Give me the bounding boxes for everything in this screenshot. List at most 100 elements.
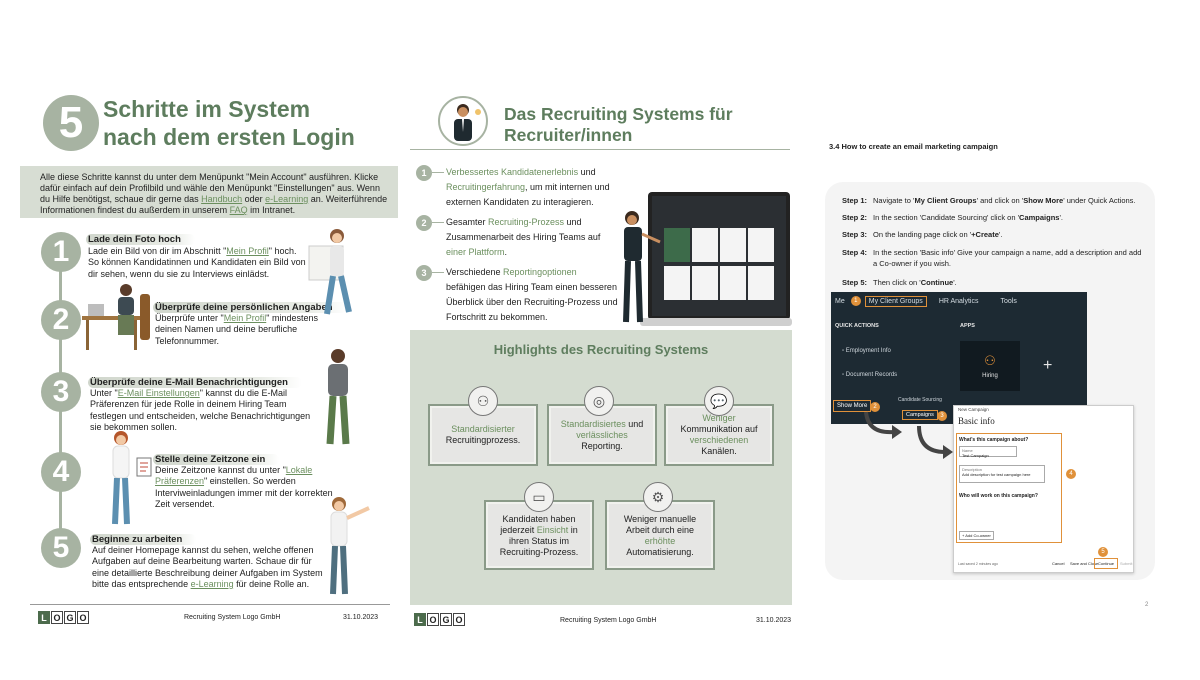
point-number-2: 2 xyxy=(416,215,432,231)
step-body: Unter "E-Mail Einstellungen" kannst du d… xyxy=(90,388,311,432)
instruction-step-4: Step 4: In the section 'Basic info' Give… xyxy=(842,248,1142,268)
submit-button[interactable]: Submit xyxy=(1120,561,1133,566)
hiring-tile[interactable]: ⚇ Hiring xyxy=(960,341,1020,391)
people-network-icon: ⚇ xyxy=(468,386,498,416)
instruction-step-3: Step 3: On the landing page click on '+C… xyxy=(842,230,1003,239)
recruiter-avatar xyxy=(438,96,488,146)
mein-profil-link[interactable]: Mein Profil xyxy=(226,246,269,256)
footer-company: Recruiting System Logo GmbH xyxy=(560,617,657,624)
step-body: Auf deiner Homepage kannst du sehen, wel… xyxy=(92,545,323,589)
footer-date: 31.10.2023 xyxy=(756,617,792,624)
laptop-dashboard-illustration xyxy=(623,192,792,326)
woman-pointing-illustration xyxy=(330,497,370,595)
page-1-footer-line xyxy=(30,604,390,605)
title-divider xyxy=(410,149,790,150)
save-close-button[interactable]: Save and Close xyxy=(1070,561,1099,566)
intro-text: an. Weiterführende Informationen findest… xyxy=(40,194,388,215)
curved-arrow-icon xyxy=(864,411,902,439)
step-title: Beginne zu arbeiten xyxy=(90,534,197,545)
email-einstellungen-link[interactable]: E-Mail Einstellungen xyxy=(117,388,200,398)
intro-box: Alle diese Schritte kannst du unter dem … xyxy=(20,166,398,218)
instruction-step-5: Step 5: Then click on 'Continue'. xyxy=(842,278,957,287)
intro-text: oder xyxy=(242,194,266,204)
woman-with-document-illustration xyxy=(112,431,152,525)
step-title: Stelle deine Zeitzone ein xyxy=(153,454,280,465)
step-number-3: 3 xyxy=(41,372,81,412)
add-app-icon[interactable]: + xyxy=(1043,357,1053,374)
campaigns-link[interactable]: Campaigns xyxy=(902,410,938,420)
title-line-1: Das Recruiting Systems für xyxy=(504,104,733,124)
lokale-praeferenzen-link[interactable]: Lokale Präferenzen xyxy=(155,465,313,487)
continue-button[interactable]: Continue xyxy=(1094,558,1119,569)
title-number-badge: 5 xyxy=(43,95,99,151)
handbuch-link[interactable]: Handbuch xyxy=(201,194,243,204)
question-2: Who will work on this campaign? xyxy=(959,493,1038,499)
title-line-2: nach dem ersten Login xyxy=(103,124,355,150)
step-title: Überprüfe deine persönlichen Angaben xyxy=(153,302,347,313)
section-heading: 3.4 How to create an email marketing cam… xyxy=(829,142,998,151)
quick-action-document-records[interactable]: ▫ Document Records xyxy=(842,372,898,378)
page-2-footer xyxy=(410,605,792,632)
callout-2: 2 xyxy=(870,402,880,412)
step-number-4: 4 xyxy=(41,452,81,492)
campaign-details-section xyxy=(956,433,1062,543)
instruction-step-1: Step 1: Navigate to 'My Client Groups' a… xyxy=(842,196,1136,205)
curved-arrow-icon xyxy=(917,425,953,459)
callout-4: 4 xyxy=(1066,469,1076,479)
elearning-link[interactable]: e-Learning xyxy=(190,578,234,589)
footer-company: Recruiting System Logo GmbH xyxy=(184,614,281,621)
intro-text: im Intranet. xyxy=(247,205,296,215)
candidate-sourcing-label: Candidate Sourcing xyxy=(898,397,942,403)
callout-5: 5 xyxy=(1098,547,1108,557)
point-connector xyxy=(432,172,444,173)
man-thinking-illustration xyxy=(326,349,350,445)
highlight-box: Weniger Kommunikation auf verschiedenen … xyxy=(664,404,774,466)
quick-action-employment-info[interactable]: ▫ Employment Info xyxy=(842,348,891,354)
step-body: Deine Zeitzone kannst du unter "Lokale P… xyxy=(155,465,333,509)
businessman-icon xyxy=(454,104,481,141)
add-coowner-button[interactable]: + Add Co-owner xyxy=(959,531,994,540)
step-title: Lade dein Foto hoch xyxy=(86,234,195,245)
elearning-link[interactable]: e-Learning xyxy=(265,194,309,204)
nav-my-client-groups[interactable]: My Client Groups xyxy=(864,295,927,307)
woman-with-sign-illustration xyxy=(308,229,352,315)
instruction-step-2: Step 2: In the section 'Candidate Sourci… xyxy=(842,213,1063,222)
form-title: Basic info xyxy=(958,416,995,426)
footer-date: 31.10.2023 xyxy=(343,614,379,621)
page-2-title: Das Recruiting Systems für Recruiter/inn… xyxy=(504,104,733,146)
apps-label: APPS xyxy=(960,323,975,329)
man-at-desk-illustration xyxy=(82,284,150,350)
point-number-3: 3 xyxy=(416,265,432,281)
highlight-box: Standardisiertes und verlässliches Repor… xyxy=(547,404,657,466)
title-line-2: Recruiter/innen xyxy=(504,125,633,145)
nav-hr-analytics[interactable]: HR Analytics xyxy=(938,297,979,305)
faq-link[interactable]: FAQ xyxy=(229,205,248,215)
nav-me[interactable]: Me xyxy=(835,297,845,305)
nav-tools[interactable]: Tools xyxy=(1000,297,1017,305)
step-body: Lade ein Bild von dir im Abschnitt "Mein… xyxy=(88,246,306,279)
last-saved-text: Last saved 2 minutes ago xyxy=(958,562,998,566)
quick-actions-label: QUICK ACTIONS xyxy=(835,323,879,329)
mein-profil-link[interactable]: Mein Profil xyxy=(223,313,267,323)
target-icon: ◎ xyxy=(584,386,614,416)
callout-1: 1 xyxy=(850,296,861,306)
page-1-title: Schritte im System nach dem ersten Login xyxy=(103,95,355,151)
step-body: Überprüfe unter "Mein Profil" mindestens… xyxy=(155,313,318,346)
question-1: What's this campaign about? xyxy=(959,437,1029,443)
point-connector xyxy=(432,222,444,223)
chat-icon: 💬 xyxy=(704,386,734,416)
point-number-1: 1 xyxy=(416,165,432,181)
highlights-title: Highlights des Recruiting Systems xyxy=(493,342,709,357)
step-title: Überprüfe deine E-Mail Benachrichtigunge… xyxy=(88,377,302,388)
title-line-1: Schritte im System xyxy=(103,96,311,122)
step-number-1: 1 xyxy=(41,232,81,272)
cancel-button[interactable]: Cancel xyxy=(1052,561,1065,566)
page-number: 2 xyxy=(1145,602,1149,608)
